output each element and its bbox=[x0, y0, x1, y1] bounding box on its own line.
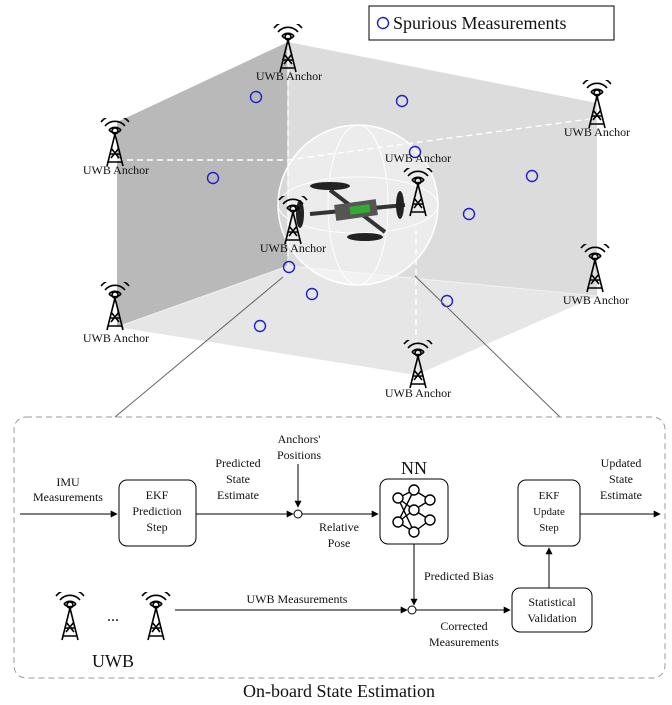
svg-text:EKF: EKF bbox=[146, 488, 169, 502]
svg-text:Step: Step bbox=[146, 520, 167, 534]
statistical-validation-box: Statistical Validation bbox=[511, 587, 593, 633]
spurious-measurement-marker bbox=[249, 90, 263, 104]
spurious-measurement-marker bbox=[206, 171, 220, 185]
svg-text:Statistical: Statistical bbox=[528, 595, 576, 609]
pipeline-box bbox=[13, 416, 666, 679]
uwb-anchor-label: UWB Anchor bbox=[260, 241, 326, 255]
anchors-positions-label: Anchors' Positions bbox=[277, 432, 321, 462]
uwb-measurements-label: UWB Measurements bbox=[247, 592, 348, 606]
uwb-anchor-label: UWB Anchor bbox=[83, 331, 149, 345]
svg-text:Step: Step bbox=[539, 522, 559, 534]
svg-text:Corrected: Corrected bbox=[440, 619, 487, 633]
spurious-measurement-marker bbox=[282, 260, 296, 274]
svg-text:Update: Update bbox=[533, 506, 565, 518]
uwb-anchor-label: UWB Anchor bbox=[385, 386, 451, 400]
svg-text:Predicted: Predicted bbox=[215, 456, 260, 470]
svg-text:Positions: Positions bbox=[277, 448, 321, 462]
svg-text:IMU: IMU bbox=[56, 475, 80, 489]
uwb-tower-icon bbox=[55, 592, 85, 641]
svg-text:Estimate: Estimate bbox=[217, 488, 259, 502]
left-wall bbox=[117, 42, 288, 327]
svg-text:Measurements: Measurements bbox=[33, 490, 103, 504]
svg-text:Measurements: Measurements bbox=[429, 635, 499, 649]
ekf-prediction-box: EKF Prediction Step bbox=[118, 479, 197, 547]
spurious-legend-icon bbox=[376, 16, 390, 30]
uwb-anchor-label: UWB Anchor bbox=[564, 125, 630, 139]
spurious-measurement-marker bbox=[525, 169, 539, 183]
svg-text:State: State bbox=[609, 472, 633, 486]
uwb-label: UWB bbox=[92, 651, 134, 671]
merge-node-2 bbox=[407, 605, 417, 615]
spurious-measurements bbox=[206, 90, 539, 333]
predicted-state-label: Predicted State Estimate bbox=[215, 456, 260, 502]
spurious-measurement-marker bbox=[462, 207, 476, 221]
relative-pose-label: Relative Pose bbox=[319, 520, 359, 550]
svg-text:Estimate: Estimate bbox=[600, 488, 642, 502]
spurious-measurement-marker bbox=[253, 319, 267, 333]
uwb-anchor-label: UWB Anchor bbox=[385, 151, 451, 165]
drone-icon bbox=[296, 182, 406, 241]
legend-label: Spurious Measurements bbox=[393, 13, 566, 33]
svg-text:Anchors': Anchors' bbox=[278, 432, 321, 446]
svg-text:Relative: Relative bbox=[319, 520, 359, 534]
ekf-update-box: EKF Update Step bbox=[517, 479, 581, 547]
uwb-anchor-label: UWB Anchor bbox=[563, 293, 629, 307]
nn-box bbox=[379, 478, 449, 545]
uwb-anchor-label: UWB Anchor bbox=[256, 69, 322, 83]
imu-label: IMU Measurements bbox=[33, 475, 103, 504]
corrected-measurements-label: Corrected Measurements bbox=[429, 619, 499, 649]
svg-text:Prediction: Prediction bbox=[132, 504, 181, 518]
svg-text:Pose: Pose bbox=[328, 536, 351, 550]
predicted-bias-label: Predicted Bias bbox=[424, 569, 494, 583]
svg-text:Validation: Validation bbox=[527, 611, 576, 625]
uwb-tower-icon bbox=[141, 592, 171, 641]
updated-state-label: Updated State Estimate bbox=[600, 456, 642, 502]
nn-label: NN bbox=[401, 458, 427, 478]
floor bbox=[117, 266, 597, 375]
caption: On-board State Estimation bbox=[243, 681, 435, 701]
spurious-measurement-marker bbox=[305, 287, 319, 301]
ellipsis: ... bbox=[107, 608, 119, 625]
uwb-anchor-label: UWB Anchor bbox=[83, 163, 149, 177]
svg-text:Updated: Updated bbox=[601, 456, 642, 470]
svg-text:EKF: EKF bbox=[539, 490, 560, 502]
neural-network-icon bbox=[392, 484, 436, 538]
merge-node-1 bbox=[293, 509, 303, 519]
room bbox=[116, 40, 598, 375]
spurious-measurement-marker bbox=[395, 94, 409, 108]
svg-text:State: State bbox=[226, 472, 250, 486]
legend: Spurious Measurements bbox=[368, 5, 615, 41]
spurious-measurement-marker bbox=[408, 145, 422, 159]
